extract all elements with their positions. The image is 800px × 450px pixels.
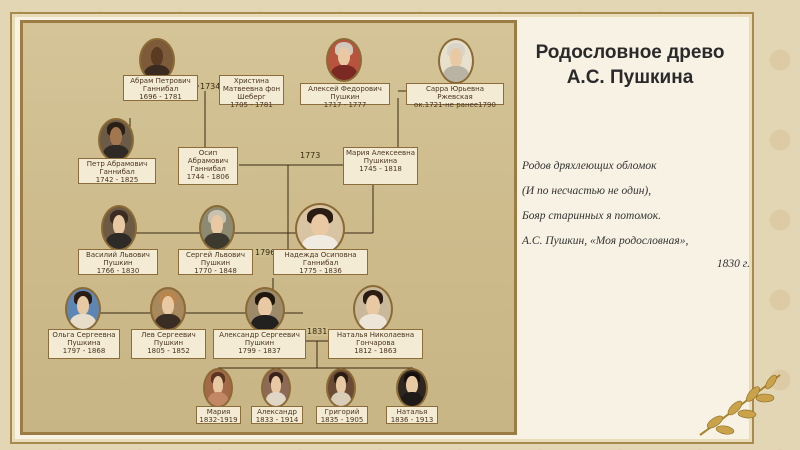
quote-year: 1830 г. [716, 258, 750, 270]
person-abram-box: Абрам Петрович Ганнибал 1696 - 1781 [123, 75, 198, 101]
portrait-natalia-c [396, 368, 428, 408]
person-osip-box: Осип Абрамович Ганнибал 1744 - 1806 [178, 147, 238, 185]
slide-title: Родословное древо А.С. Пушкина [535, 42, 725, 88]
portrait-alexander-c [261, 368, 291, 408]
person-sarra-box: Сарра Юрьевна Ржевская ок.1721-не ранее1… [406, 83, 504, 109]
person-alexey-box: Алексей Федорович Пушкин 1717 - 1777 [300, 83, 390, 109]
marriage-year-alexander: 1831 [306, 327, 329, 336]
portrait-natalia-n [353, 285, 393, 333]
marriage-year-sergey: 1796 [254, 248, 277, 257]
person-christina-box: Христина Матвеевна фон Шеберг 1705 - 178… [219, 75, 284, 109]
person-natalia-c-box: Наталья 1836 - 1913 [386, 406, 438, 424]
portrait-lev [150, 287, 186, 331]
person-maria-a-box: Мария Алексеевна Пушкина 1745 - 1818 [343, 147, 418, 185]
person-lev-box: Лев Сергеевич Пушкин 1805 - 1852 [131, 329, 206, 359]
marriage-year-osip: 1773 [299, 151, 322, 160]
quote-attribution: А.С. Пушкин, «Моя родословная», [522, 235, 689, 247]
portrait-sarra [438, 38, 474, 84]
person-nadezhda-box: Надежда Осиповна Ганнибал 1775 - 1836 [273, 249, 368, 275]
marriage-year-hannibal: 1734 [199, 82, 222, 91]
portrait-vasily [101, 205, 137, 251]
quote-line-3: Бояр старинных я потомок. [522, 210, 662, 222]
laurel-leaves-ornament [699, 374, 781, 436]
portrait-alexey [326, 38, 362, 82]
quote-line-1: Родов дряхлеющих обломок [522, 160, 657, 172]
person-olga-box: Ольга Сергеевна Пушкина 1797 - 1868 [48, 329, 120, 359]
person-grigory-c-box: Григорий 1835 - 1905 [316, 406, 368, 424]
portrait-petr [98, 118, 134, 162]
portrait-grigory-c [326, 368, 356, 408]
person-alexander-box: Александр Сергеевич Пушкин 1799 - 1837 [213, 329, 306, 359]
portrait-alexander [245, 287, 285, 333]
person-vasily-box: Василий Львович Пушкин 1766 - 1830 [78, 249, 158, 275]
portrait-sergey [199, 205, 235, 251]
person-alexander-c-box: Александр 1833 - 1914 [251, 406, 303, 424]
quote-line-2: (И по несчастью не один), [522, 185, 652, 197]
person-petr-box: Петр Абрамович Ганнибал 1742 - 1825 [78, 158, 156, 184]
person-sergey-box: Сергей Львович Пушкин 1770 - 1848 [178, 249, 253, 275]
person-maria-c-box: Мария 1832-1919 [196, 406, 241, 424]
family-tree-panel: Абрам Петрович Ганнибал 1696 - 1781 1734… [20, 20, 517, 435]
portrait-olga [65, 287, 101, 331]
person-natalia-n-box: Наталья Николаевна Гончарова 1812 - 1863 [328, 329, 423, 359]
portrait-nadezhda [295, 203, 345, 255]
portrait-maria-c [203, 368, 233, 408]
